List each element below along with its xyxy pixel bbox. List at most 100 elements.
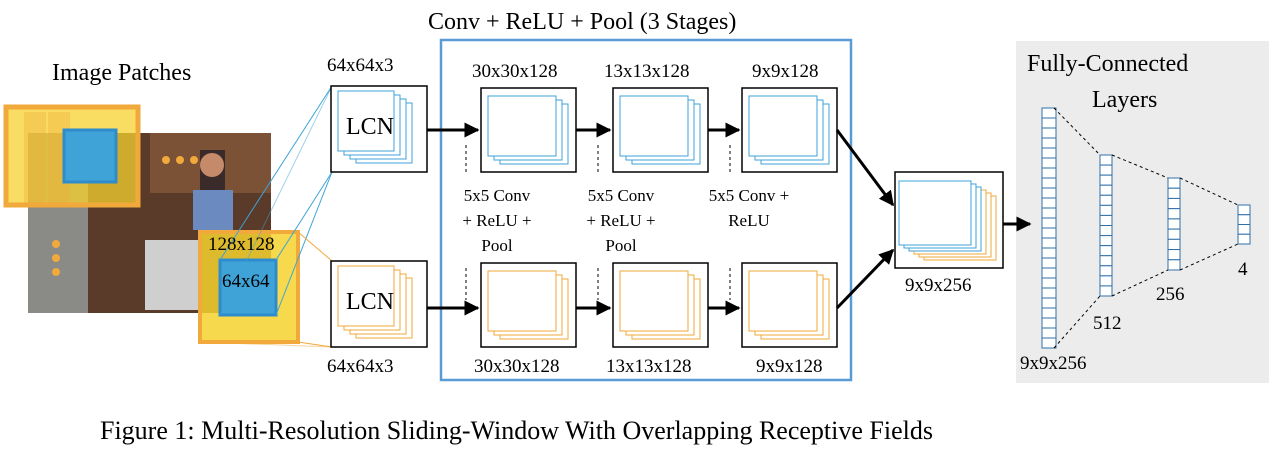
op-1-line3: Pool [481, 236, 513, 255]
fc-unit [1167, 197, 1181, 210]
fc-size-4: 4 [1238, 259, 1248, 280]
bottom-stage-size-3: 9x9x128 [756, 356, 823, 377]
dashed-separators [465, 145, 731, 300]
bottom-stage-size-1: 30x30x128 [474, 356, 560, 377]
fc-unit [1167, 208, 1181, 220]
patches-title: Image Patches [52, 60, 192, 86]
fc-unit [1237, 204, 1251, 216]
stage-box-bottom-2 [612, 262, 709, 348]
fc-size-1: 9x9x256 [1020, 353, 1087, 374]
fc-unit [1041, 197, 1057, 209]
fc-title-line1: Fully-Connected [1027, 51, 1189, 77]
fc-unit [1099, 235, 1113, 247]
fc-unit [1167, 218, 1181, 230]
op-3-line1: 5x5 Conv + [708, 186, 790, 205]
op-3-line2: ReLU [728, 211, 770, 230]
fc-unit [1099, 164, 1113, 176]
fc-unit [1167, 259, 1181, 271]
ellipsis-dots-horizontal [162, 156, 198, 164]
fc-connections [1053, 107, 1239, 349]
stage-box-top-1 [480, 87, 577, 173]
fc-unit [1099, 214, 1113, 227]
fc-layer-3 [1167, 177, 1181, 271]
fc-unit [1099, 154, 1113, 166]
top-input-size: 64x64x3 [327, 55, 394, 76]
fc-unit [1041, 297, 1057, 309]
fc-unit [1041, 257, 1057, 269]
op-2-line1: 5x5 Conv [587, 186, 655, 205]
fc-unit [1041, 117, 1057, 129]
fc-unit [1041, 107, 1057, 119]
fc-size-2: 512 [1093, 313, 1122, 334]
flow-arrows [427, 122, 1032, 316]
fc-panel [1016, 41, 1269, 383]
fc-unit [1237, 214, 1251, 225]
fc-title-line2: Layers [1092, 87, 1158, 113]
lcn-box-top [330, 85, 428, 173]
fc-unit [1041, 307, 1057, 319]
fc-unit [1041, 187, 1057, 199]
fc-unit [1041, 177, 1057, 189]
fc-unit [1041, 227, 1057, 239]
fc-unit [1167, 177, 1181, 189]
merge-size: 9x9x256 [905, 275, 972, 296]
fc-unit [1041, 127, 1057, 139]
stage-box-bottom-1 [480, 262, 577, 348]
fc-unit [1041, 237, 1057, 249]
patch-label-small: 64x64 [222, 271, 270, 292]
op-2-line3: Pool [605, 236, 637, 255]
ellipsis-dots-vertical [52, 240, 60, 276]
top-stage-size-1: 30x30x128 [472, 61, 558, 82]
fc-unit [1099, 275, 1113, 287]
fc-unit [1041, 267, 1057, 279]
stage-box-top-3 [741, 87, 838, 173]
fc-layer-1 [1041, 107, 1057, 349]
fc-unit [1167, 187, 1181, 199]
merged-box [894, 171, 1004, 269]
fc-unit [1041, 217, 1057, 229]
fc-unit [1041, 277, 1057, 289]
fc-layer-4 [1237, 204, 1251, 245]
fc-unit [1041, 137, 1057, 149]
fc-unit [1099, 285, 1113, 297]
top-stage-size-3: 9x9x128 [752, 61, 819, 82]
fc-unit [1041, 147, 1057, 159]
stage-box-top-2 [612, 87, 709, 173]
fc-unit [1041, 287, 1057, 299]
fc-unit [1167, 238, 1181, 251]
stages-title: Conv + ReLU + Pool (3 Stages) [428, 9, 737, 35]
op-2-line2: + ReLU + [586, 211, 656, 230]
fc-unit [1041, 167, 1057, 179]
fc-unit [1099, 174, 1113, 186]
fc-unit [1041, 207, 1057, 219]
fc-unit [1099, 225, 1113, 237]
op-1-line2: + ReLU + [462, 211, 532, 230]
fc-unit [1041, 317, 1057, 329]
fc-unit [1041, 327, 1057, 339]
stage-box-bottom-3 [741, 262, 838, 348]
fc-unit [1041, 247, 1057, 259]
fc-layer-2 [1099, 154, 1113, 297]
fc-unit [1237, 224, 1251, 235]
bottom-lcn-label: LCN [346, 289, 394, 315]
lcn-box-bottom [330, 260, 428, 348]
stages-container [439, 38, 853, 382]
patch-label-large: 128x128 [208, 234, 275, 255]
large-patches-top [3, 104, 141, 208]
top-lcn-label: LCN [346, 114, 394, 140]
fc-unit [1099, 265, 1113, 277]
fc-unit [1099, 204, 1113, 216]
fc-size-3: 256 [1156, 284, 1185, 305]
fc-unit [1099, 255, 1113, 267]
fc-unit [1099, 194, 1113, 206]
bottom-stage-size-2: 13x13x128 [606, 356, 692, 377]
fc-unit [1041, 157, 1057, 169]
fc-unit [1099, 245, 1113, 257]
bottom-input-size: 64x64x3 [327, 356, 394, 377]
fc-unit [1237, 233, 1251, 245]
fc-unit [1167, 228, 1181, 240]
fc-unit [1099, 184, 1113, 196]
top-stage-size-2: 13x13x128 [604, 61, 690, 82]
figure-caption: Figure 1: Multi-Resolution Sliding-Windo… [100, 416, 933, 445]
